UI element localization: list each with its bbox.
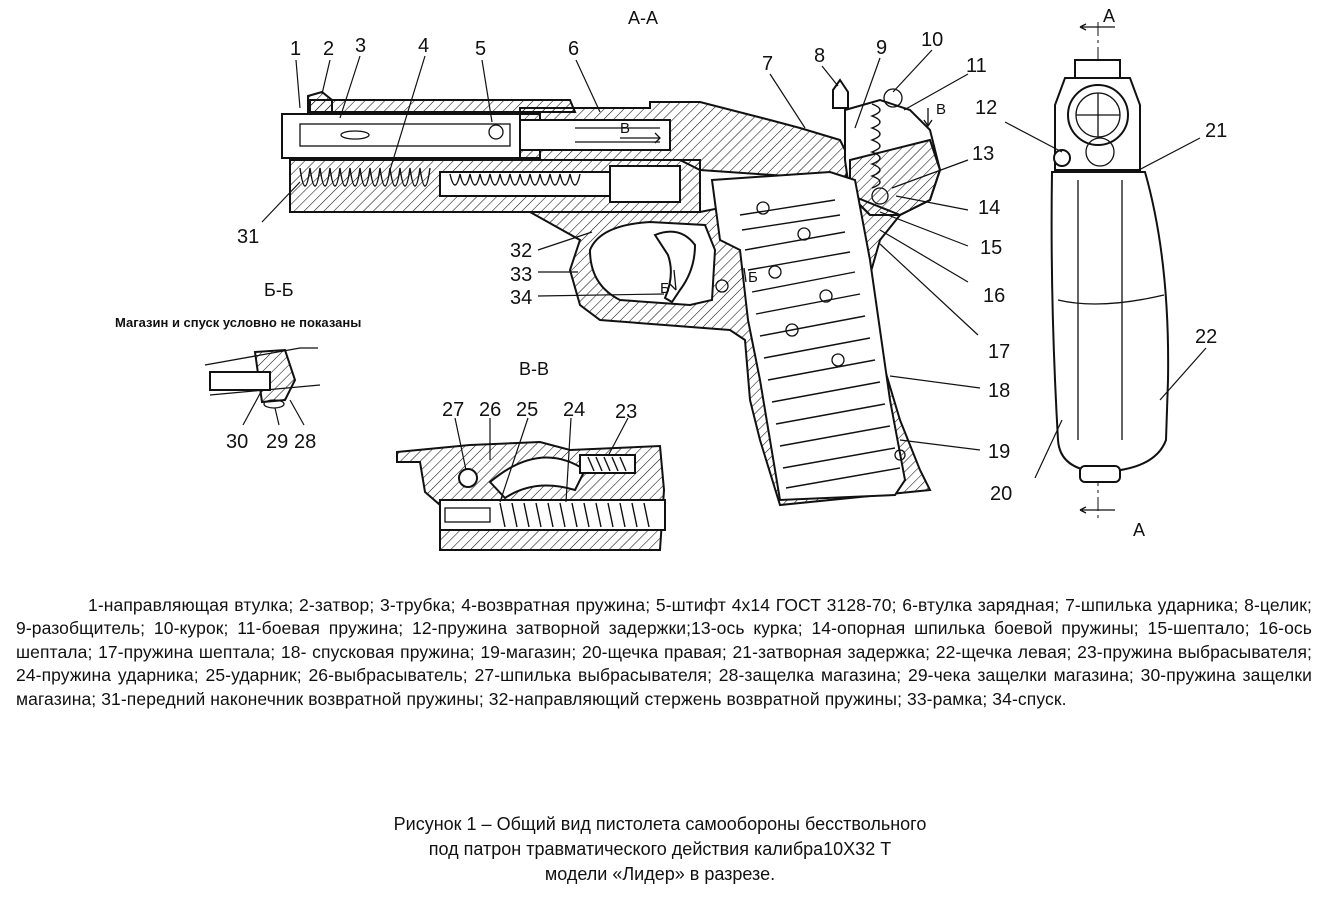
callout-33: 33	[510, 264, 532, 286]
callout-19: 19	[988, 441, 1010, 463]
callout-15: 15	[980, 237, 1002, 259]
pistol-cross-section-drawing: А-А А А Б-Б Магазин и спуск условно не п…	[115, 6, 1227, 551]
section-mark-v-right: В	[936, 101, 946, 118]
section-title-aa: А-А	[628, 8, 658, 28]
figure-caption: Рисунок 1 – Общий вид пистолета самообор…	[260, 812, 1060, 887]
caption-line-2: под патрон травматического действия кали…	[428, 839, 892, 859]
callout-12: 12	[975, 97, 997, 119]
callout-31: 31	[237, 226, 259, 248]
callout-28: 28	[294, 431, 316, 453]
callout-25: 25	[516, 399, 538, 421]
callout-13: 13	[972, 143, 994, 165]
callout-8: 8	[814, 45, 825, 67]
section-bb-note: Магазин и спуск условно не показаны	[115, 315, 361, 330]
callout-26: 26	[479, 399, 501, 421]
callout-20: 20	[990, 483, 1012, 505]
section-mark-v-main: В	[620, 120, 630, 137]
leader-lines	[242, 49, 1207, 503]
callout-14: 14	[978, 197, 1000, 219]
callout-7: 7	[762, 53, 773, 75]
parts-legend: 1-направляющая втулка; 2-затвор; 3-трубк…	[16, 595, 1312, 709]
callout-32: 32	[510, 240, 532, 262]
section-mark-b-2: Б	[748, 269, 758, 286]
callout-29: 29	[266, 431, 288, 453]
callout-6: 6	[568, 38, 579, 60]
callout-17: 17	[988, 341, 1010, 363]
section-bb	[204, 347, 321, 409]
section-vv	[396, 440, 666, 551]
callout-22: 22	[1195, 326, 1217, 348]
section-mark-a-bottom: А	[1133, 520, 1145, 540]
callout-11: 11	[966, 55, 987, 77]
section-mark-b-1: Б	[660, 280, 670, 297]
callout-24: 24	[563, 399, 585, 421]
callout-10: 10	[921, 29, 943, 51]
section-mark-a-top: А	[1103, 6, 1115, 26]
callout-21: 21	[1205, 120, 1227, 142]
caption-line-3: модели «Лидер» в разрезе.	[544, 864, 776, 884]
callout-9: 9	[876, 37, 887, 59]
callout-30: 30	[226, 431, 248, 453]
caption-line-1: Рисунок 1 – Общий вид пистолета самообор…	[393, 814, 927, 834]
callout-16: 16	[983, 285, 1005, 307]
callout-4: 4	[418, 35, 429, 57]
callout-34: 34	[510, 287, 532, 309]
section-title-bb: Б-Б	[264, 280, 294, 300]
callout-27: 27	[442, 399, 464, 421]
callout-5: 5	[475, 38, 486, 60]
callout-18: 18	[988, 380, 1010, 402]
callout-23: 23	[615, 401, 637, 423]
main-section-aa	[281, 78, 942, 507]
end-view	[1050, 22, 1170, 520]
callout-3: 3	[355, 35, 366, 57]
section-title-vv: В-В	[519, 359, 549, 379]
callout-1: 1	[290, 38, 301, 60]
callout-2: 2	[323, 38, 334, 60]
